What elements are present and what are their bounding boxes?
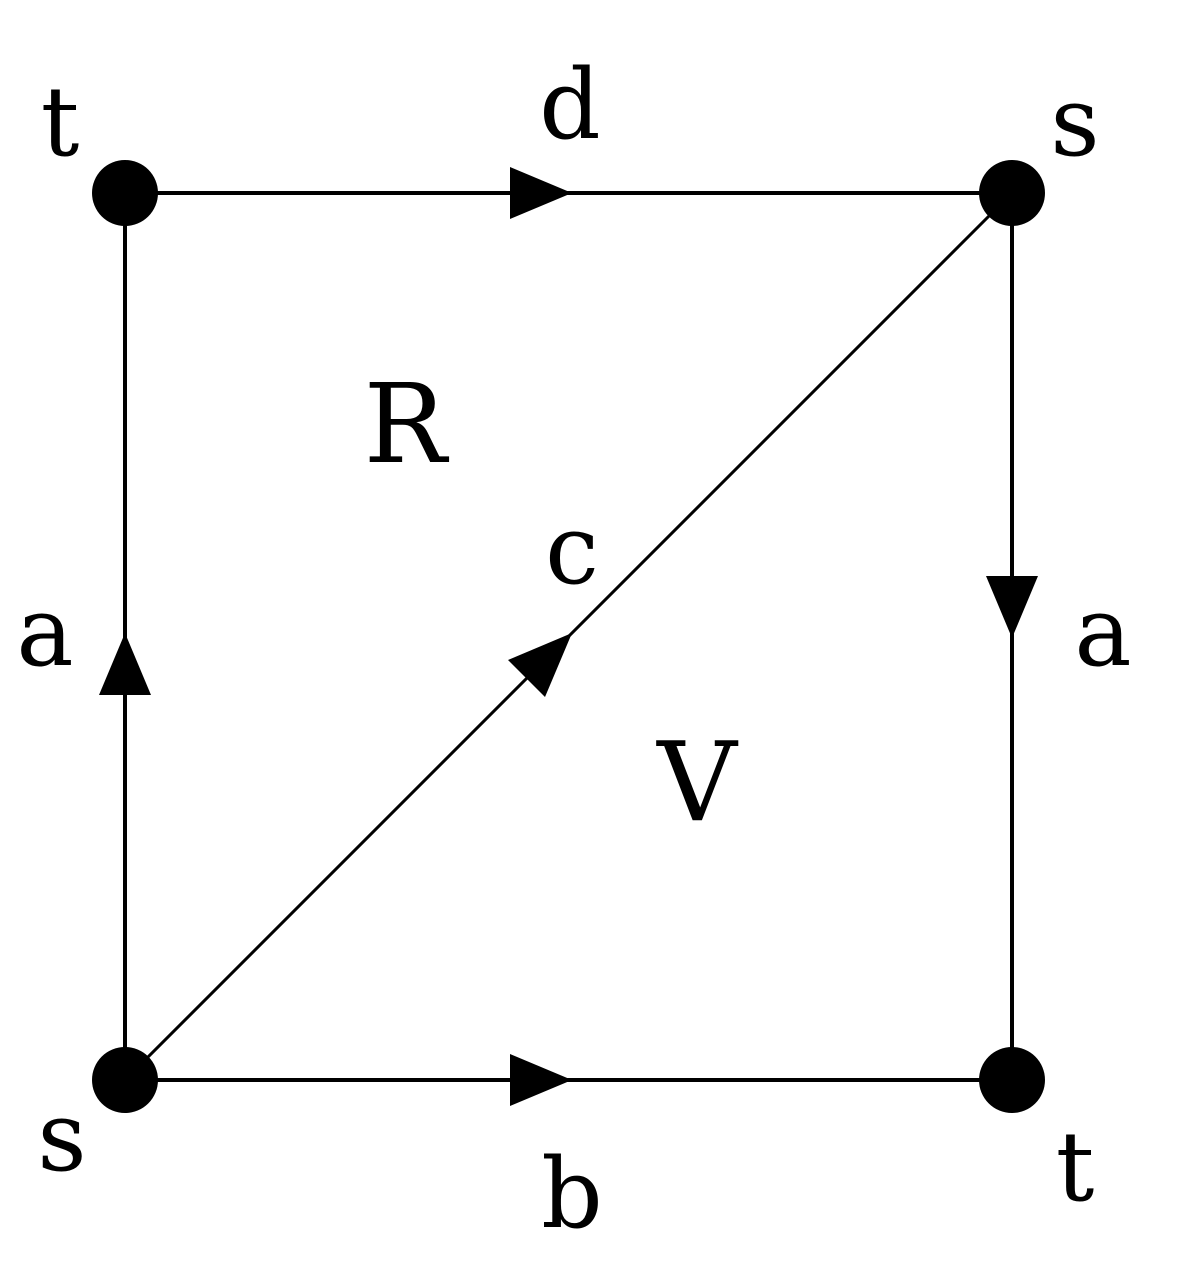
edge-label-left: a: [16, 576, 73, 688]
vertex-bottom-left: [92, 1047, 158, 1113]
arrow-right: [986, 576, 1038, 638]
edge-label-diagonal: c: [545, 494, 599, 606]
edge-label-right: a: [1074, 576, 1131, 688]
arrow-diagonal: [508, 633, 572, 697]
vertex-label-bottom-left: s: [37, 1081, 86, 1193]
arrow-bottom: [510, 1054, 572, 1106]
edge-label-bottom: b: [541, 1138, 602, 1250]
region-label-upper: R: [364, 360, 450, 488]
vertex-top-right: [979, 160, 1045, 226]
arrow-top: [510, 167, 572, 219]
vertex-label-top-right: s: [1050, 66, 1099, 178]
vertex-label-top-left: t: [41, 66, 80, 178]
vertex-label-bottom-right: t: [1056, 1111, 1095, 1223]
vertex-bottom-right: [979, 1047, 1045, 1113]
arrow-left: [99, 633, 151, 695]
region-label-lower: V: [655, 718, 739, 846]
edge-label-top: d: [539, 49, 600, 161]
vertex-top-left: [92, 160, 158, 226]
